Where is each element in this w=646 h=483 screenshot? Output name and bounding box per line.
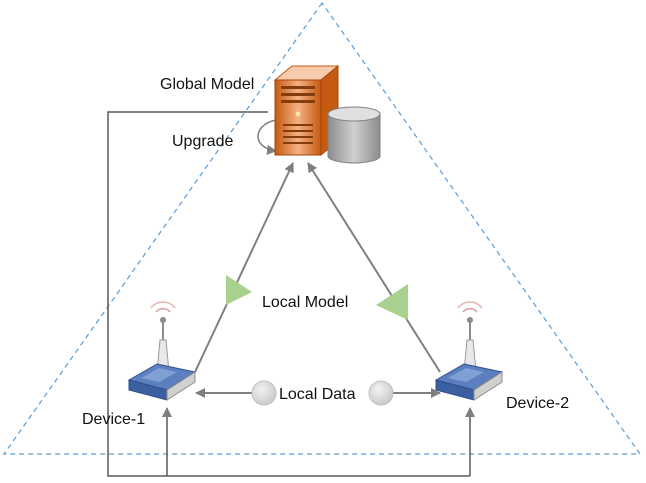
local-data-marker-right: [368, 380, 394, 406]
upload-arrow-device-1: [194, 162, 294, 373]
feedback-frame: [107, 111, 470, 477]
upgrade-arrow: [257, 119, 277, 155]
upgrade-label: Upgrade: [172, 133, 233, 150]
device-1-label: Device-1: [82, 411, 145, 428]
wireless-router-icon-device-1: [127, 301, 197, 401]
local-data-label: Local Data: [279, 386, 356, 403]
local-model-marker-left: [226, 275, 252, 305]
wireless-router-icon-device-2: [434, 301, 504, 401]
global-model-label: Global Model: [160, 76, 254, 93]
upload-arrow-device-2: [307, 162, 441, 373]
database-icon: [327, 106, 381, 164]
device-2-label: Device-2: [506, 395, 569, 412]
server-icon: [273, 64, 340, 157]
local-data-marker-left: [251, 380, 277, 406]
local-model-marker-right: [376, 284, 408, 320]
local-model-label: Local Model: [262, 294, 348, 311]
